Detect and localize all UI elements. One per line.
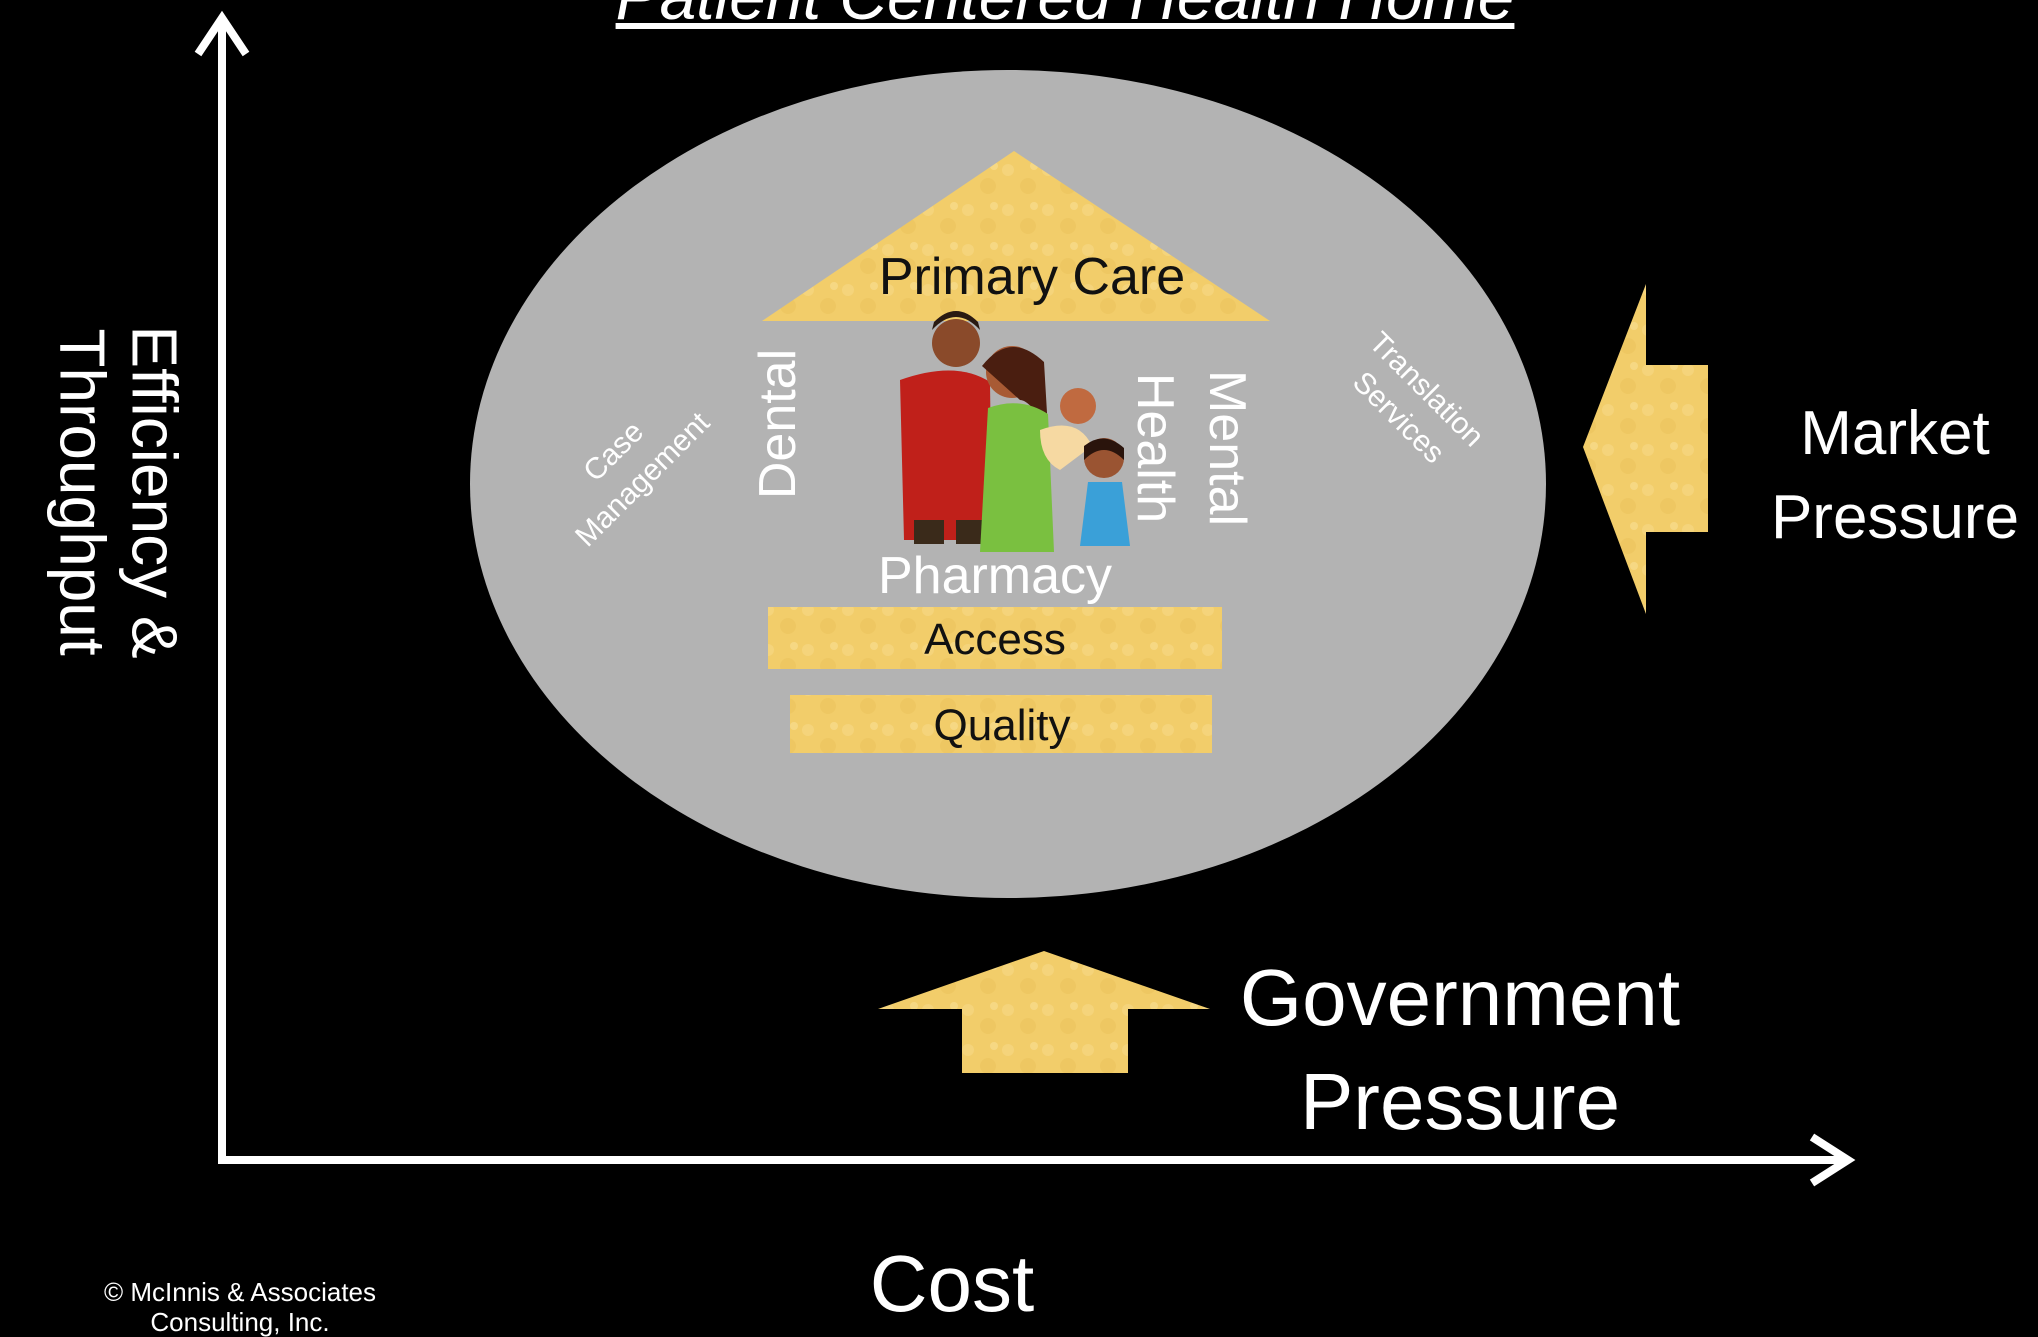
copyright-line2: Consulting, Inc. — [150, 1307, 330, 1337]
access-label: Access — [924, 615, 1066, 664]
government-pressure-label-line1: Government — [1239, 953, 1681, 1042]
pharmacy-label: Pharmacy — [877, 547, 1113, 605]
market-pressure-arrow — [1583, 284, 1708, 614]
x-axis-label: Cost — [869, 1239, 1035, 1328]
primary-care-label: Primary Care — [878, 248, 1186, 306]
government-pressure-arrow — [878, 951, 1210, 1073]
mental-label: Mental — [1198, 369, 1256, 527]
quality-bar — [790, 695, 1212, 753]
access-bar — [768, 607, 1222, 669]
y-axis-label: Efficiency & Throughput — [47, 325, 191, 659]
copyright-line1: © McInnis & Associates — [103, 1277, 377, 1307]
family-illustration — [900, 311, 1130, 552]
market-pressure-label-line2: Pressure — [1770, 483, 2020, 552]
government-pressure-label-line2: Pressure — [1299, 1057, 1621, 1146]
health-label: Health — [1126, 372, 1184, 524]
primary-care-roof — [762, 151, 1270, 321]
y-axis — [194, 10, 250, 1160]
page-title: Patient Centered Health Home — [616, 0, 1515, 29]
quality-label: Quality — [933, 701, 1071, 750]
market-pressure-label-line1: Market — [1800, 399, 1990, 468]
x-axis — [218, 1133, 1856, 1187]
dental-label: Dental — [749, 348, 807, 500]
